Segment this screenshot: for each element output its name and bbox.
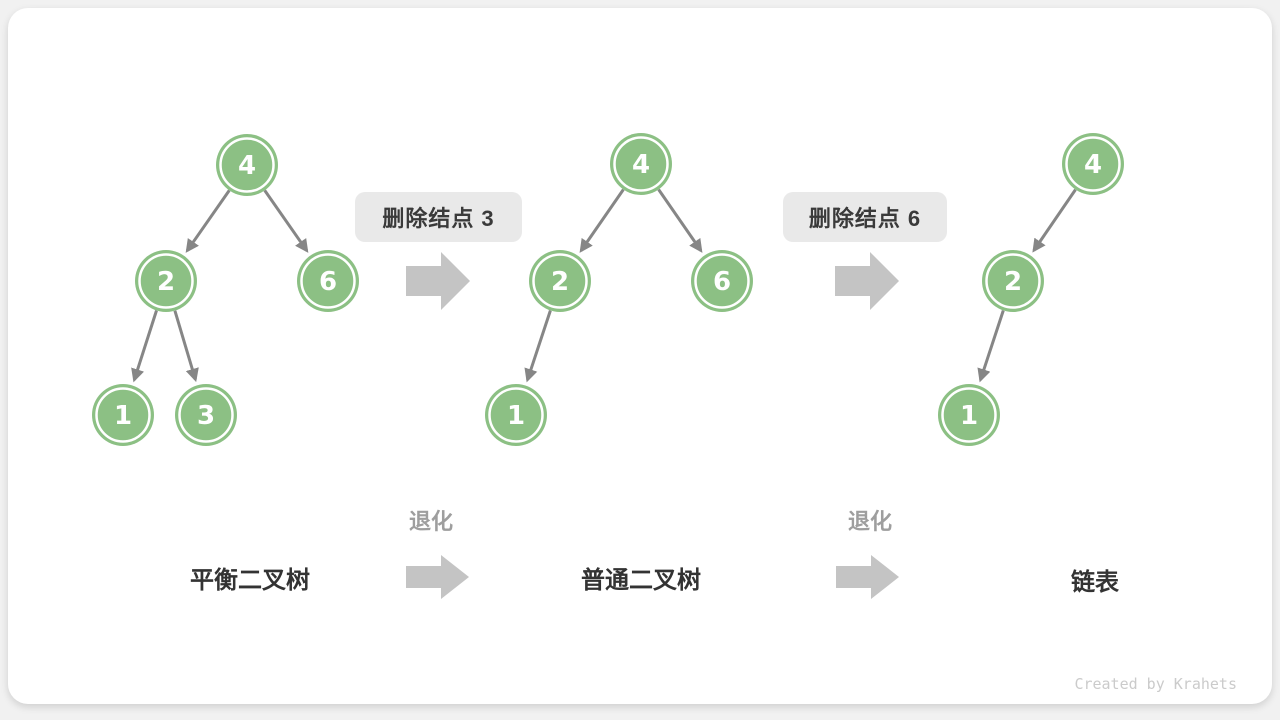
node-ring: [138, 253, 194, 309]
node-ring: [532, 253, 588, 309]
edge-2-1: [977, 310, 1005, 383]
node-circle: [691, 250, 753, 312]
node-value: 1: [960, 401, 978, 431]
node-circle: [175, 384, 237, 446]
node-circle: [610, 133, 672, 195]
node-value: 6: [319, 267, 337, 297]
tree-node: 3: [175, 384, 237, 446]
edge-4-6: [263, 189, 309, 253]
tree-node: 1: [938, 384, 1000, 446]
action-label-text: 删除结点 6: [808, 206, 922, 231]
node-value: 4: [632, 150, 650, 180]
tree-node: 6: [297, 250, 359, 312]
diagram-card: [8, 8, 1272, 704]
node-ring: [1065, 136, 1121, 192]
edge-2-3: [173, 310, 199, 383]
stage-title-linked-list: 链表: [1071, 569, 1119, 596]
degrade-caption: 退化: [408, 509, 453, 534]
node-circle: [1062, 133, 1124, 195]
tree-node: 4: [610, 133, 672, 195]
right-arrow-icon: [406, 555, 469, 599]
node-value: 2: [1004, 267, 1022, 297]
edge-4-2: [1032, 188, 1077, 253]
node-ring: [941, 387, 997, 443]
node-ring: [694, 253, 750, 309]
edge-2-1: [524, 310, 552, 383]
right-arrow-icon: [835, 252, 899, 310]
edge-4-2: [579, 188, 625, 253]
tree-node: 2: [982, 250, 1044, 312]
tree-node: 4: [216, 134, 278, 196]
node-circle: [297, 250, 359, 312]
node-circle: [938, 384, 1000, 446]
node-circle: [135, 250, 197, 312]
edge-4-6: [657, 188, 703, 253]
edge-4-2: [185, 189, 231, 253]
node-value: 3: [197, 401, 215, 431]
tree-node: 1: [92, 384, 154, 446]
action-label-delete-node-6: 删除结点 6: [783, 192, 947, 242]
node-ring: [488, 387, 544, 443]
watermark: Created by Krahets: [1074, 675, 1237, 693]
node-value: 1: [114, 401, 132, 431]
tree-node: 2: [135, 250, 197, 312]
tree-node: 2: [529, 250, 591, 312]
tree-balanced: 4 2 6 1 3: [92, 134, 359, 446]
tree-node: 6: [691, 250, 753, 312]
node-ring: [178, 387, 234, 443]
node-circle: [92, 384, 154, 446]
action-label-delete-node-3: 删除结点 3: [355, 192, 522, 242]
node-value: 4: [1084, 150, 1102, 180]
node-ring: [985, 253, 1041, 309]
node-circle: [529, 250, 591, 312]
stage-title-balanced: 平衡二叉树: [190, 567, 310, 594]
tree-ordinary: 4 2 6 1: [485, 133, 753, 446]
node-value: 4: [238, 151, 256, 181]
node-value: 1: [507, 401, 525, 431]
node-ring: [219, 137, 275, 193]
action-label-text: 删除结点 3: [382, 206, 495, 231]
tree-linked-list: 4 2 1: [938, 133, 1124, 446]
node-circle: [485, 384, 547, 446]
edge-2-1: [131, 310, 158, 383]
node-value: 2: [157, 267, 175, 297]
node-circle: [216, 134, 278, 196]
node-value: 2: [551, 267, 569, 297]
node-value: 6: [713, 267, 731, 297]
tree-node: 4: [1062, 133, 1124, 195]
tree-node: 1: [485, 384, 547, 446]
degrade-caption: 退化: [847, 509, 892, 534]
node-ring: [95, 387, 151, 443]
node-circle: [982, 250, 1044, 312]
node-ring: [613, 136, 669, 192]
right-arrow-icon: [406, 252, 470, 310]
stage-title-ordinary: 普通二叉树: [581, 567, 701, 594]
node-ring: [300, 253, 356, 309]
right-arrow-icon: [836, 555, 899, 599]
